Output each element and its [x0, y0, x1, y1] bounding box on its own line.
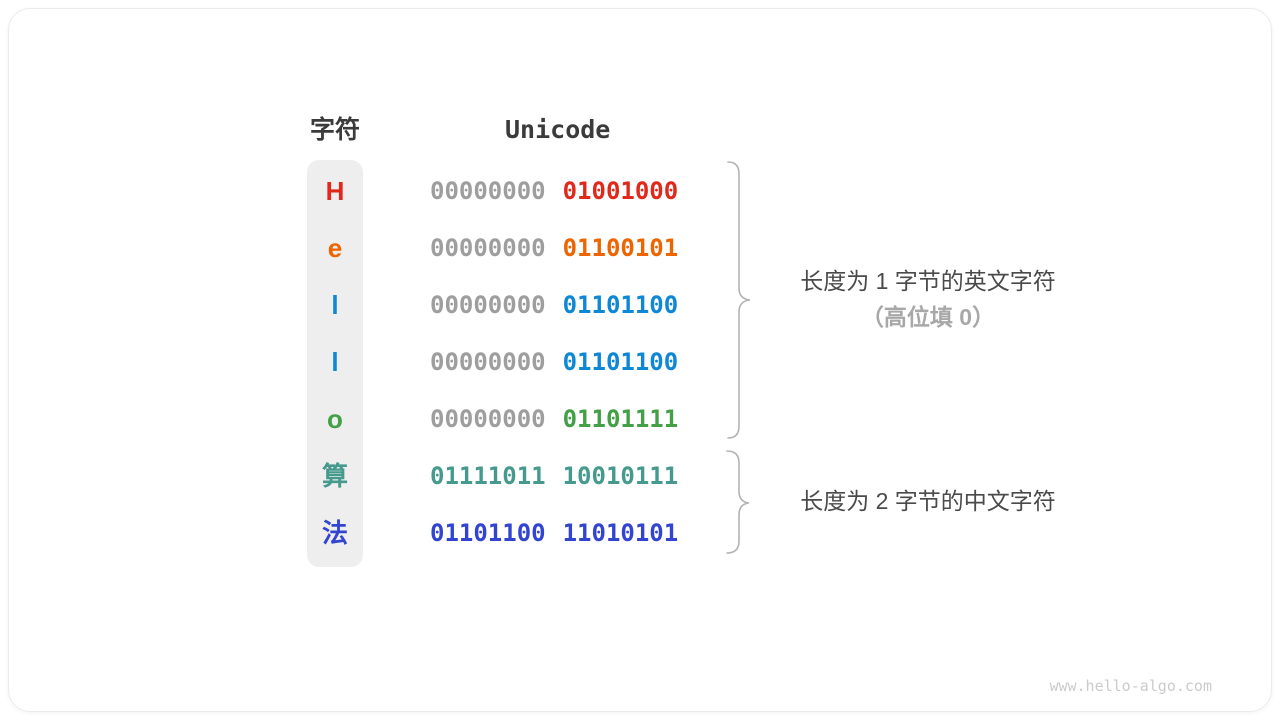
unicode-byte-high: 00000000 [430, 234, 546, 262]
char-cell: 算 [321, 461, 348, 491]
char-cell: H [325, 176, 345, 206]
unicode-byte-high: 00000000 [430, 177, 546, 205]
char-column-background [307, 160, 363, 567]
table-row: 算 01111011 10010111 [0, 462, 1280, 490]
unicode-byte-high: 00000000 [430, 405, 546, 433]
unicode-binary: 00000000 01101100 [430, 348, 678, 376]
char-cell: l [331, 290, 339, 320]
unicode-binary: 01101100 11010101 [430, 519, 678, 547]
table-row: o 00000000 01101111 [0, 405, 1280, 433]
column-header-char: 字符 [309, 116, 360, 144]
table-row: l 00000000 01101100 [0, 348, 1280, 376]
table-row: H 00000000 01001000 [0, 177, 1280, 205]
unicode-byte-low: 01101100 [562, 291, 679, 319]
table-row: l 00000000 01101100 [0, 291, 1280, 319]
unicode-byte-high: 00000000 [430, 291, 546, 319]
annotation-english-line1: 长度为 1 字节的英文字符 [800, 268, 1056, 294]
unicode-byte-low: 01100101 [562, 234, 679, 262]
unicode-byte-high: 00000000 [430, 348, 546, 376]
figure-card [8, 8, 1272, 712]
watermark: www.hello-algo.com [1049, 677, 1212, 695]
unicode-binary: 00000000 01101111 [430, 405, 678, 433]
table-row: e 00000000 01100101 [0, 234, 1280, 262]
annotation-english-line2: （高位填 0） [860, 304, 996, 330]
column-header-unicode: Unicode [505, 115, 611, 144]
table-row: 法 01101100 11010101 [0, 519, 1280, 547]
char-cell: l [331, 347, 339, 377]
unicode-binary: 00000000 01101100 [430, 291, 678, 319]
char-cell: e [327, 233, 343, 263]
char-cell: o [327, 404, 343, 434]
annotation-chinese-line1: 长度为 2 字节的中文字符 [800, 488, 1056, 514]
unicode-byte-low: 11010101 [562, 519, 679, 547]
unicode-byte-low: 01101100 [562, 348, 679, 376]
unicode-binary: 01111011 10010111 [430, 462, 678, 490]
unicode-byte-high: 01101100 [430, 519, 546, 547]
unicode-byte-low: 01001000 [562, 177, 679, 205]
unicode-byte-low: 10010111 [562, 462, 679, 490]
char-cell: 法 [321, 518, 348, 548]
unicode-binary: 00000000 01001000 [430, 177, 678, 205]
unicode-byte-low: 01101111 [562, 405, 679, 433]
unicode-byte-high: 01111011 [430, 462, 546, 490]
unicode-binary: 00000000 01100101 [430, 234, 678, 262]
